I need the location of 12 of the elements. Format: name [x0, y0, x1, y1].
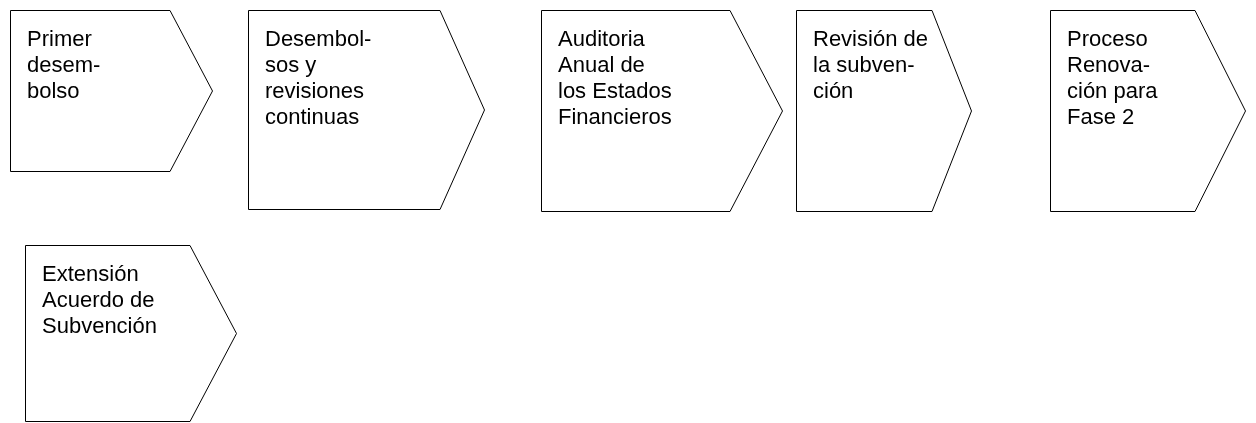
chevron-box — [541, 10, 783, 212]
step-label: Revisión de la subven- ción — [813, 26, 929, 104]
step-label: Extensión Acuerdo de Subvención — [42, 261, 158, 339]
chevron-box — [1050, 10, 1246, 212]
step-label: Proceso Renova- ción para Fase 2 — [1067, 26, 1159, 130]
chevron-box — [25, 245, 237, 422]
step-label: Auditoria Anual de los Estados Financieros — [558, 26, 672, 130]
chevron-box — [796, 10, 972, 212]
step-label: Desembol- sos y revisiones continuas — [265, 26, 373, 130]
step-label: Primer desem- bolso — [27, 26, 102, 104]
chevron-box — [248, 10, 485, 210]
chevron-box — [10, 10, 213, 172]
